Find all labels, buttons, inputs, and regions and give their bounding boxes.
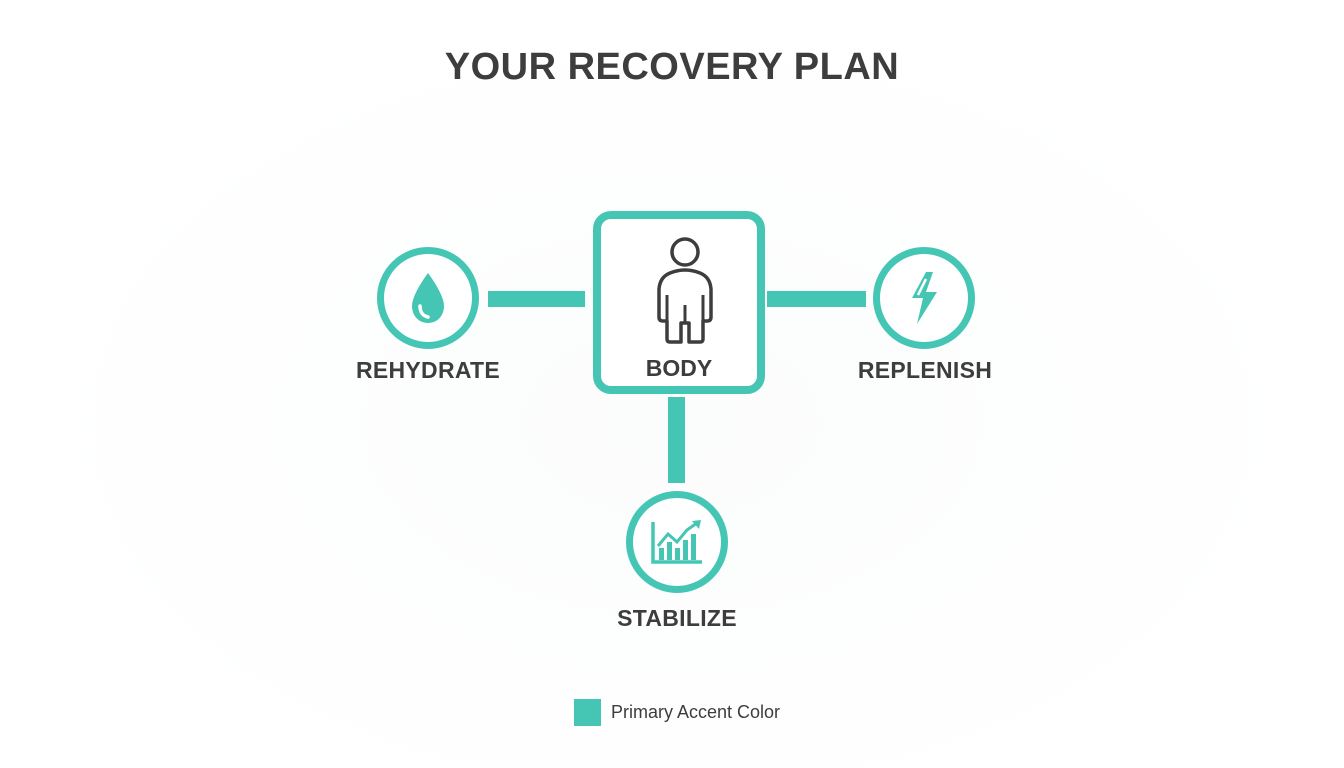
connector-body-rehydrate [488, 291, 585, 307]
stabilize-node [626, 491, 728, 593]
rehydrate-label: REHYDRATE [355, 357, 501, 383]
page-title: YOUR RECOVERY PLAN [444, 46, 900, 88]
rehydrate-node [377, 247, 479, 349]
water-drop-icon [412, 273, 444, 323]
chart-trend-up-icon [651, 520, 702, 564]
legend-label: Primary Accent Color [611, 702, 781, 722]
connector-body-stabilize [668, 397, 685, 483]
lightning-bolt-icon [912, 272, 937, 324]
stabilize-label: STABILIZE [617, 605, 737, 631]
connector-body-replenish [767, 291, 866, 307]
legend: Primary Accent Color [574, 699, 780, 726]
body-label: BODY [645, 355, 713, 381]
legend-swatch [574, 699, 601, 726]
replenish-node [873, 247, 975, 349]
body-center-box: BODY [593, 211, 765, 394]
person-icon [657, 237, 713, 344]
replenish-label: REPLENISH [857, 357, 993, 383]
